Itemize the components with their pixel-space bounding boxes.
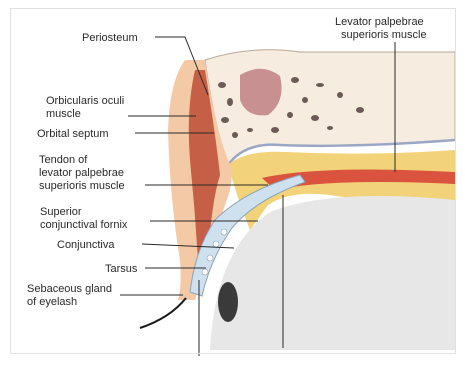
label-levator-line1: Levator palpebrae bbox=[335, 16, 424, 28]
eyelash bbox=[140, 298, 186, 328]
label-periosteum: Periosteum bbox=[82, 32, 138, 44]
label-conjunctiva: Conjunctiva bbox=[57, 239, 115, 251]
cornea-edge bbox=[218, 282, 238, 322]
label-orbital-septum: Orbital septum bbox=[37, 128, 109, 140]
label-tendon-line2: levator palpebrae bbox=[39, 167, 124, 179]
label-levator-line2: superioris muscle bbox=[341, 29, 427, 41]
label-fornix-line1: Superior bbox=[40, 206, 82, 218]
label-orbicularis-line2: muscle bbox=[46, 108, 81, 120]
label-sebaceous-line2: of eyelash bbox=[27, 296, 77, 308]
label-orbicularis-line1: Orbicularis oculi bbox=[46, 95, 124, 107]
label-tendon-line3: superioris muscle bbox=[39, 180, 125, 192]
label-tarsus: Tarsus bbox=[105, 263, 138, 275]
label-sebaceous-line1: Sebaceous gland bbox=[27, 283, 112, 295]
label-fornix-line2: conjunctival fornix bbox=[40, 219, 128, 231]
orbital-bone bbox=[205, 50, 455, 165]
label-tendon-line1: Tendon of bbox=[39, 154, 88, 166]
